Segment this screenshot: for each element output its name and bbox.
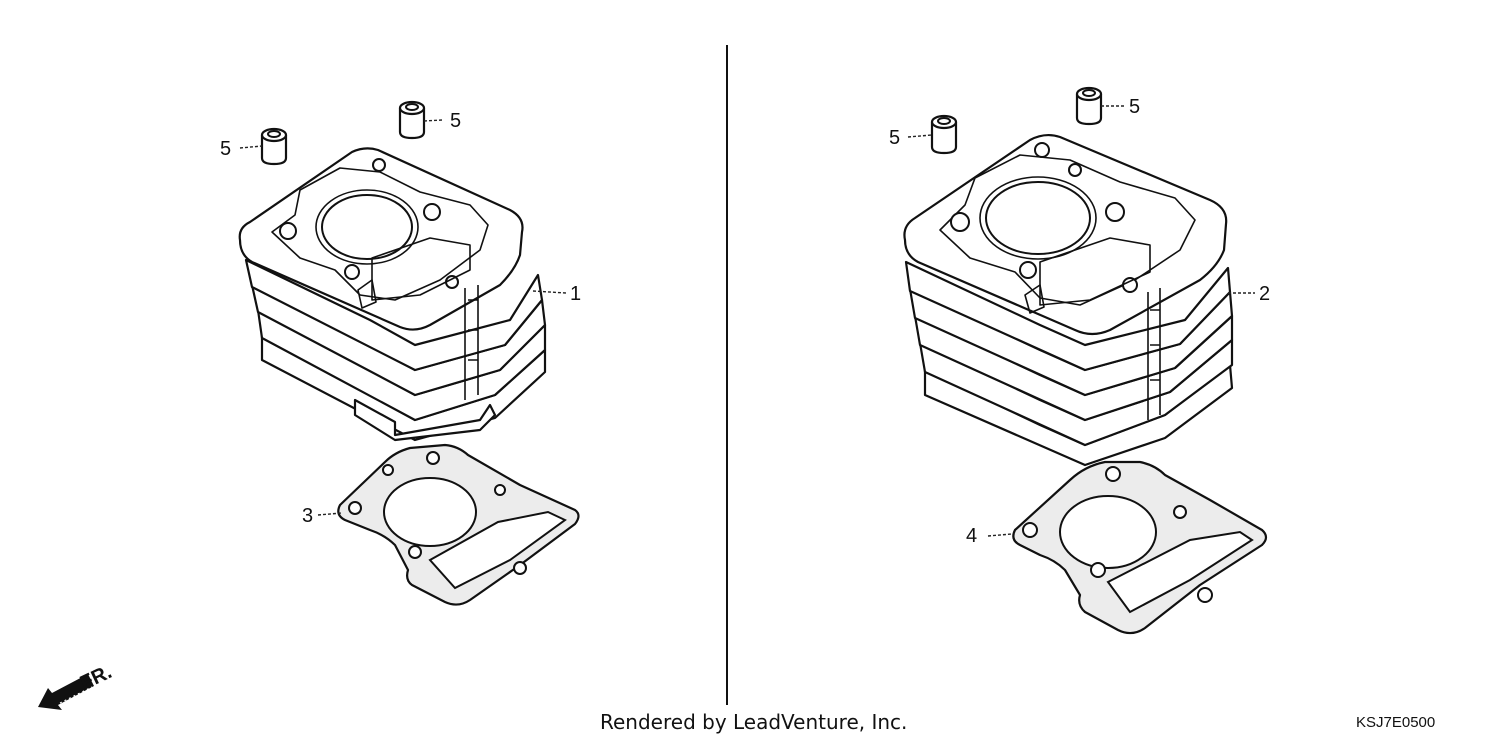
gasket-left[interactable] [337,443,580,606]
cylinder-right[interactable] [903,133,1234,467]
credit-text: Rendered by LeadVenture, Inc. [600,710,908,734]
dowel-pin-left-b[interactable] [398,100,426,140]
cylinder-left[interactable] [238,147,547,442]
figure-code: KSJ7E0500 [1356,714,1436,731]
front-arrow-icon: FR. [38,661,115,710]
right-assembly [903,86,1268,635]
dowel-pin-right-b[interactable] [1075,86,1103,126]
callout-left-dowel-a: 5 [220,138,231,160]
callout-left-dowel-b: 5 [450,110,461,132]
dowel-pin-left-a[interactable] [260,127,288,166]
callout-right-gasket: 4 [966,525,977,547]
gasket-right[interactable] [1012,460,1268,635]
dowel-pin-right-a[interactable] [930,114,958,155]
callout-left-cylinder: 1 [570,283,581,305]
callout-right-dowel-a: 5 [889,127,900,149]
left-assembly [238,100,580,606]
callout-left-gasket: 3 [302,505,313,527]
callout-right-cylinder: 2 [1259,283,1270,305]
callout-right-dowel-b: 5 [1129,96,1140,118]
